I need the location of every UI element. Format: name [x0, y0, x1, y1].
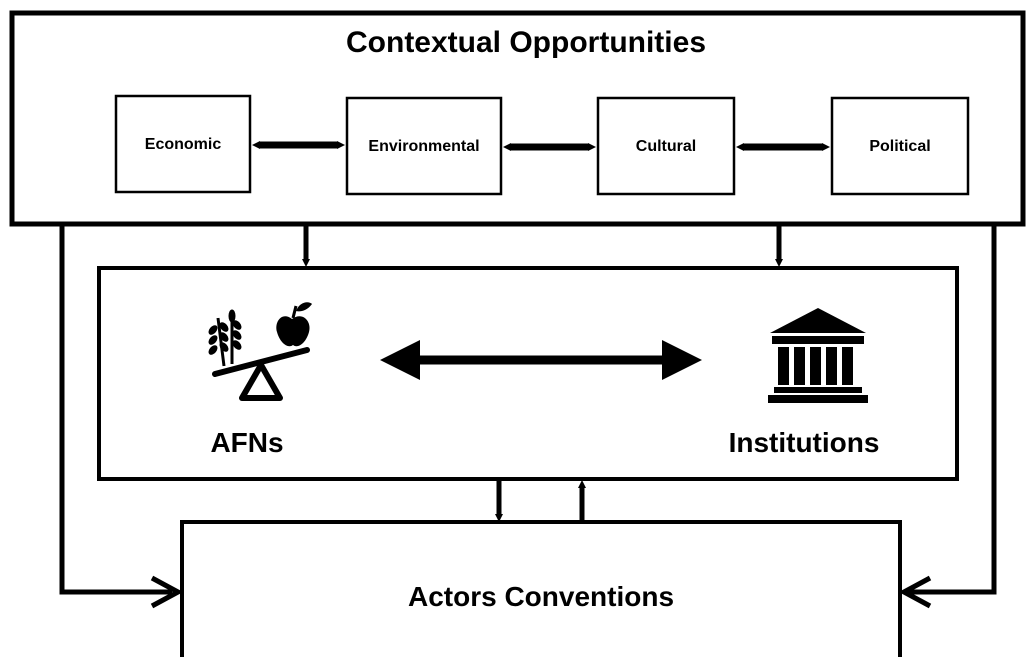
context-political: Political: [830, 96, 970, 196]
context-cultural-label: Cultural: [636, 138, 696, 155]
context-environmental: Environmental: [345, 96, 503, 196]
actors-conventions-box: [180, 520, 902, 657]
context-political-label: Political: [869, 138, 930, 155]
context-economic-label: Economic: [145, 136, 222, 153]
left-path-context-to-actors: [59, 226, 172, 595]
actors-conventions-label: Actors Conventions: [408, 581, 674, 612]
right-path-arrowhead: [898, 575, 932, 609]
context-cultural: Cultural: [596, 96, 736, 196]
institutions-label: Institutions: [729, 427, 880, 458]
left-path-arrowhead: [150, 575, 184, 609]
right-path-context-to-actors: [908, 226, 997, 595]
context-political-box: [830, 96, 970, 196]
context-environmental-label: Environmental: [368, 138, 479, 155]
context-environmental-box: [345, 96, 503, 196]
afns-label: AFNs: [210, 427, 283, 458]
context-cultural-box: [596, 96, 736, 196]
context-economic-box: [114, 94, 252, 194]
context-economic: Economic: [114, 94, 252, 194]
double-arrow-afns-institutions-right-head: [662, 340, 702, 380]
diagram-title: Contextual Opportunities: [346, 26, 706, 59]
institution-building-icon: [768, 308, 868, 403]
double-arrow-afns-institutions-left-head: [380, 340, 420, 380]
balance-scale-with-wheat-and-apple-icon: [208, 302, 312, 401]
